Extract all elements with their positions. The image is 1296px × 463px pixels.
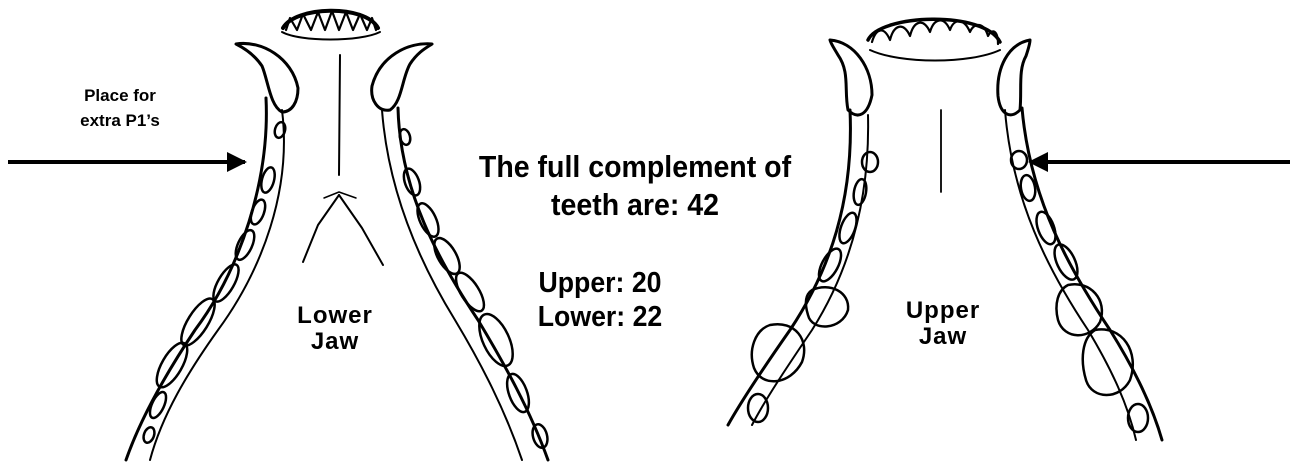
upper-jaw-label-line-1: Upper xyxy=(888,298,998,324)
upper-count: Upper: 20 xyxy=(517,266,683,300)
lower-jaw-label: Lower Jaw xyxy=(280,303,390,355)
full-complement-line-2: teeth are: 42 xyxy=(456,186,815,224)
upper-jaw-drawing xyxy=(728,19,1162,440)
extra-p1-annotation: Place for extra P1’s xyxy=(40,83,200,133)
full-complement-line-1: The full complement of xyxy=(456,148,815,186)
lower-jaw-label-line-1: Lower xyxy=(280,303,390,329)
lower-count: Lower: 22 xyxy=(517,300,683,334)
lower-jaw-drawing xyxy=(126,11,550,460)
full-complement-text: The full complement of teeth are: 42 xyxy=(456,148,815,224)
annotation-line-2: extra P1’s xyxy=(40,108,200,133)
upper-jaw-label-line-2: Jaw xyxy=(888,324,998,350)
lower-jaw-label-line-2: Jaw xyxy=(280,329,390,355)
upper-jaw-label: Upper Jaw xyxy=(888,298,998,350)
annotation-line-1: Place for xyxy=(40,83,200,108)
teeth-counts: Upper: 20 Lower: 22 xyxy=(517,266,683,334)
